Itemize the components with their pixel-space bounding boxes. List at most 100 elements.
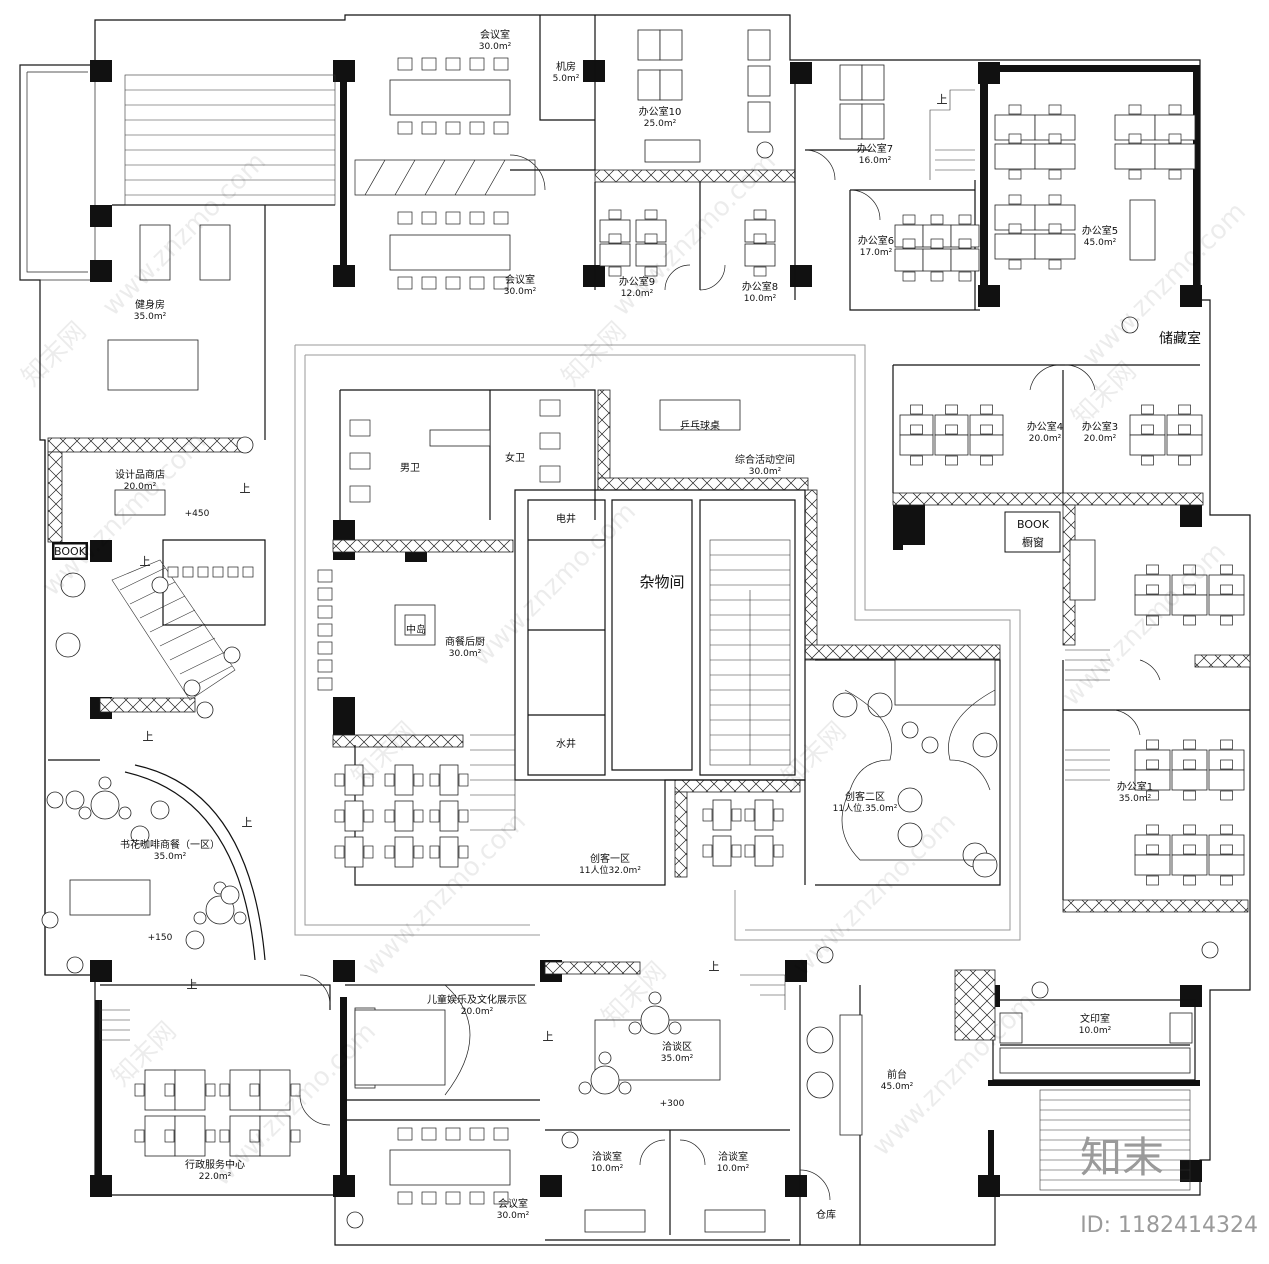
chair (1183, 564, 1196, 575)
stool (317, 677, 333, 691)
room-label-mens-wc: 男卫 (400, 462, 420, 474)
desk (1208, 854, 1245, 876)
room-label-office4: 办公室4 (1027, 420, 1063, 433)
chair (397, 276, 413, 290)
room-label-activity: 综合活动空间 (735, 453, 795, 466)
chair (469, 1127, 485, 1141)
chair (668, 1021, 682, 1035)
room-label-office3: 办公室3 (1082, 420, 1118, 433)
chair (648, 991, 662, 1005)
desk (712, 799, 732, 831)
thick-walls (95, 65, 1200, 1190)
up-marker-3: 上 (143, 730, 154, 743)
plant (1121, 316, 1139, 334)
stair-bottom-right (1039, 1089, 1191, 1191)
desk (344, 764, 364, 796)
room-area-office7: 16.0m² (859, 156, 892, 166)
chair (384, 773, 395, 787)
chair (1048, 194, 1062, 205)
chair (910, 404, 923, 415)
room-area-kitchen: 30.0m² (449, 649, 482, 659)
chair (1146, 824, 1159, 835)
chair (902, 271, 916, 282)
chair (910, 455, 923, 466)
room-label-office8: 办公室8 (742, 280, 778, 293)
chair (1146, 584, 1159, 595)
chair (421, 57, 437, 71)
level-450: +450 (185, 509, 210, 519)
plant (816, 946, 834, 964)
chair (1048, 259, 1062, 270)
chair (1220, 875, 1233, 886)
staircases (99, 74, 1191, 1191)
desk (439, 800, 459, 832)
chair (945, 424, 958, 435)
room-area-maker2: 11人位.35.0m² (833, 802, 898, 814)
chair (493, 211, 509, 225)
chair (363, 809, 374, 823)
desk (899, 434, 934, 456)
room-label-maker2: 创客二区 (845, 790, 885, 803)
desk (839, 103, 863, 140)
room-area-talk-room-b: 10.0m² (717, 1164, 750, 1174)
chair (397, 1127, 413, 1141)
room-area-office3: 20.0m² (1084, 434, 1117, 444)
chair (1220, 844, 1233, 855)
plant (223, 646, 241, 664)
room-area-gym: 35.0m² (134, 312, 167, 322)
chair (458, 845, 469, 859)
chair (458, 809, 469, 823)
chair (930, 271, 944, 282)
chair (134, 1083, 145, 1097)
chair (1168, 104, 1182, 115)
sofa (1069, 539, 1096, 601)
room-area-office10: 25.0m² (644, 119, 677, 129)
chair (421, 211, 437, 225)
plant (151, 576, 169, 594)
brand-logo-text: 知末 (1080, 1133, 1164, 1182)
chair (1220, 759, 1233, 770)
chair (1048, 133, 1062, 144)
desk (747, 29, 771, 61)
chair (1128, 133, 1142, 144)
room-label-talk-room-a: 洽谈室 (592, 1150, 622, 1163)
desk (712, 835, 732, 867)
up-marker-7: 上 (709, 960, 720, 973)
room-area-admin: 22.0m² (199, 1172, 232, 1182)
chair (249, 1129, 260, 1143)
chair (413, 845, 424, 859)
chair (469, 1191, 485, 1205)
desk (1034, 233, 1076, 260)
chair (773, 844, 784, 858)
plant (183, 679, 201, 697)
chair (205, 1129, 216, 1143)
round-seat (832, 692, 858, 718)
chair (902, 238, 916, 249)
room-label-warehouse: 仓库 (816, 1208, 836, 1221)
chair (702, 808, 713, 822)
sofa (704, 1209, 766, 1233)
desk (439, 836, 459, 868)
sink-counter (429, 429, 491, 447)
chair (958, 271, 972, 282)
round-seat (897, 822, 923, 848)
shop-counter (114, 489, 166, 516)
desk (259, 1115, 291, 1157)
round-seat (806, 1026, 834, 1054)
room-label-office5: 办公室5 (1082, 224, 1118, 237)
round-table (640, 1005, 670, 1035)
desk (950, 248, 980, 272)
chair (445, 276, 461, 290)
desk (754, 835, 774, 867)
partitions (47, 169, 1251, 975)
printer (1169, 1012, 1193, 1044)
desk (839, 64, 863, 101)
chair (980, 404, 993, 415)
gym-bench (139, 224, 171, 281)
chair (421, 121, 437, 135)
chair (945, 404, 958, 415)
round-seat (60, 572, 86, 598)
chair (219, 1129, 230, 1143)
up-marker-6: 上 (543, 1030, 554, 1043)
chair (445, 57, 461, 71)
